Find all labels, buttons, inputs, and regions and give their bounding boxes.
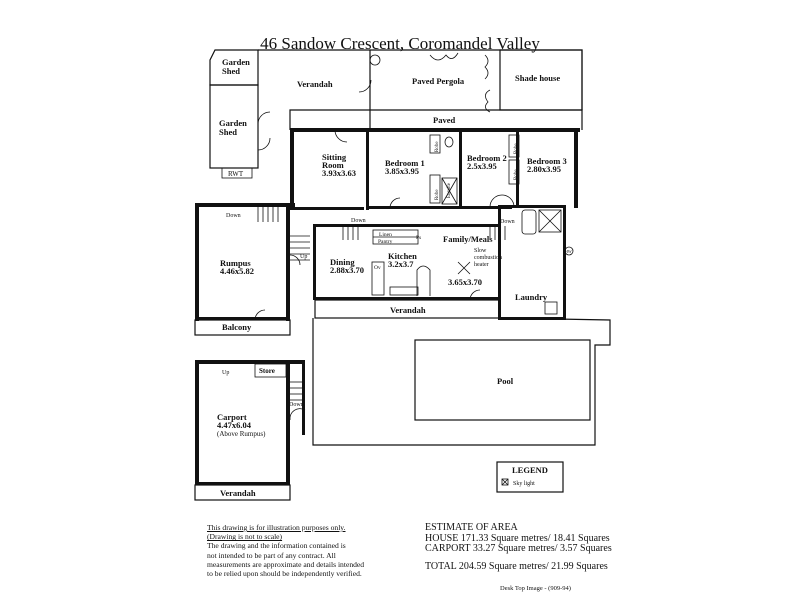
robe-label: Robe [514, 169, 519, 180]
verandah-top-label: Verandah [297, 79, 333, 89]
area-estimate: ESTIMATE OF AREA HOUSE 171.33 Square met… [425, 522, 612, 572]
fixtures [254, 52, 574, 421]
robe-label: Robe [435, 141, 440, 152]
garden-shed-2-label-2: Shed [219, 127, 237, 137]
pool-outline [414, 339, 591, 421]
rwt-label: RWT [228, 170, 244, 178]
legend-item-label: Sky light [513, 481, 535, 487]
bedroom3-size: 2.80x3.95 [527, 164, 561, 174]
skylight-icon [501, 478, 509, 486]
heater-label: Slow [474, 248, 487, 254]
toilet [444, 136, 454, 148]
outdoor-outlines [194, 49, 611, 501]
bedroom1-size: 3.85x3.95 [385, 166, 419, 176]
bedroom3-label: Bedroom 3 [527, 156, 567, 166]
garden-shed-2-label: Garden [219, 118, 247, 128]
ps-label: Ps [416, 235, 421, 241]
kitchen-size: 3.2x3.7 [388, 259, 414, 269]
legend-title: LEGEND [512, 465, 548, 475]
area-heading: ESTIMATE OF AREA [425, 522, 518, 533]
robe-label: Robe [514, 143, 519, 154]
paved-pergola-label: Paved Pergola [412, 76, 465, 86]
legend: LEGEND Sky light [496, 461, 564, 493]
disclaimer-body-2: not intended to be part of any contract.… [207, 550, 336, 560]
hot-water-label: HW [565, 249, 572, 254]
linen-label: Linen [379, 232, 392, 238]
carport-label: Carport [217, 412, 247, 422]
verandah-bottom-label: Verandah [220, 488, 256, 498]
bedroom1-label: Bedroom 1 [385, 158, 425, 168]
carport-note: (Above Rumpus) [217, 430, 266, 438]
up-label: Up [222, 370, 229, 376]
disclaimer-body-3: measurements are approximate and details… [207, 559, 365, 569]
down-label: Down [226, 213, 241, 219]
robe-label: Robe [435, 189, 440, 200]
garden-shed-1-label: Garden [222, 57, 250, 67]
heater-label-3: heater [474, 262, 489, 268]
garden-shed-1-label-2: Shed [222, 66, 240, 76]
pantry-label: Pantry [378, 239, 393, 245]
sitting-room-size: 3.93x3.63 [322, 168, 356, 178]
bedroom2-label: Bedroom 2 [467, 153, 507, 163]
disclaimer: This drawing is for illustration purpose… [207, 523, 364, 578]
dining-label: Dining [330, 257, 355, 267]
shade-house-label: Shade house [515, 73, 560, 83]
family-meals-size: 3.65x3.70 [448, 277, 482, 287]
store-label: Store [259, 367, 275, 375]
balcony-label: Balcony [222, 322, 252, 332]
verandah-mid-label: Verandah [390, 305, 426, 315]
disclaimer-body-4: to be relied upon should be independentl… [207, 569, 362, 579]
family-meals-label: Family/Meals [443, 234, 493, 244]
carport-size: 4.47x6.04 [217, 420, 252, 430]
sitting-room-label: Sitting [322, 152, 347, 162]
disclaimer-line2: (Drawing is not to scale) [207, 532, 283, 542]
plan-title: 46 Sandow Crescent, Coromandel Valley [260, 34, 540, 53]
down-label: Down [289, 402, 304, 408]
rumpus-size: 4.46x5.82 [220, 266, 254, 276]
pool-label: Pool [497, 376, 514, 386]
shower [441, 177, 458, 205]
dining-size: 2.88x3.70 [330, 265, 364, 275]
kitchen-label: Kitchen [388, 251, 417, 261]
area-total: TOTAL 204.59 Square metres/ 21.99 Square… [425, 560, 608, 572]
bedroom2-size: 2.5x3.95 [467, 161, 497, 171]
down-label: Down [500, 219, 515, 225]
paved-label: Paved [433, 115, 455, 125]
heater-label-2: combustion [474, 255, 502, 261]
walls [195, 128, 580, 485]
disclaimer-body-1: The drawing and the information containe… [207, 541, 346, 551]
credit: Desk Top Image - (909-94) [500, 585, 571, 592]
bath [521, 209, 537, 235]
ensuite-label: Ensuite [447, 182, 452, 198]
area-house: HOUSE 171.33 Square metres/ 18.41 Square… [425, 532, 610, 544]
laundry-label: Laundry [515, 292, 548, 302]
sitting-room-label-2: Room [322, 160, 344, 170]
room-labels: Garden Shed Garden Shed RWT Verandah Pav… [217, 57, 572, 498]
rumpus-label: Rumpus [220, 258, 251, 268]
area-carport: CARPORT 33.27 Square metres/ 3.57 Square… [425, 543, 612, 554]
oven-label: Ov [374, 265, 381, 271]
up-label: Up [300, 254, 307, 260]
disclaimer-line1: This drawing is for illustration purpose… [207, 523, 346, 532]
down-label: Down [351, 218, 366, 224]
